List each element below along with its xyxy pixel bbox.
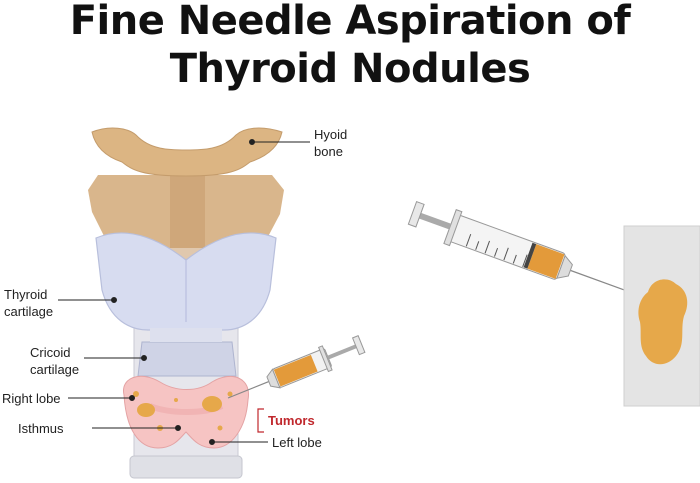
label-isthmus: Isthmus [18,421,64,436]
cricoid-cartilage [137,341,237,377]
large-syringe [407,200,639,296]
label-cricoid-line2: cartilage [30,362,80,377]
hyoid-bone [91,127,283,177]
title-line-2: Thyroid Nodules [169,46,531,92]
label-cricoid-line1: Cricoid [30,345,71,360]
tumors-bracket [257,408,264,433]
label-hyoid-line2: bone [314,144,343,159]
aspirate-sample [638,279,688,365]
label-cricoid: Cricoid cartilage [30,344,79,378]
label-tumors: Tumors [268,413,315,428]
label-hyoid: Hyoid bone [314,126,347,160]
label-left-lobe: Left lobe [272,435,322,450]
tumor-nodules [133,391,233,431]
cricothyroid-membrane [150,328,222,342]
leader-lines [58,139,310,445]
label-right-lobe: Right lobe [2,391,61,406]
small-syringe [227,335,366,399]
label-thyroid-cartilage-line1: Thyroid [4,287,48,302]
label-thyroid-cartilage: Thyroid cartilage [4,286,53,320]
label-thyroid-cartilage-line2: cartilage [4,304,54,319]
label-hyoid-line1: Hyoid [314,127,348,142]
title-line-1: Fine Needle Aspiration of [69,0,631,44]
